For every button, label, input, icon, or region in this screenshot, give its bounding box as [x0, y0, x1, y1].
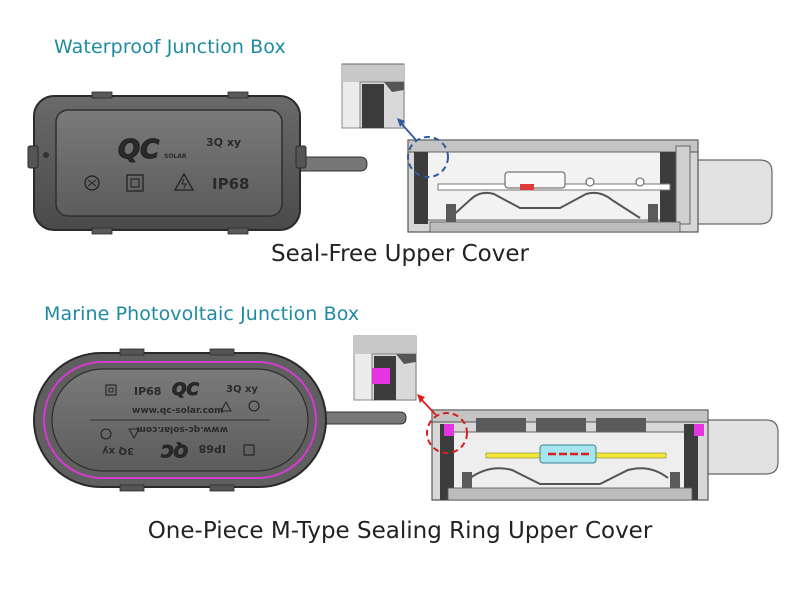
rating-text-top: IP68 [134, 385, 161, 398]
marine-junction-box-top-view: IP68 QC 3Q xy www.qc-solar.com www.qc-so… [33, 348, 407, 492]
brand-logo-bottom: QC [161, 440, 188, 460]
detail-inset-seal-free [341, 63, 405, 129]
section1-heading: Waterproof Junction Box [54, 36, 286, 58]
model-text: 3Q xy [206, 136, 241, 149]
warning-triangle-icon-top [220, 400, 232, 412]
recycle-icon-top [248, 400, 260, 412]
cross-section-seal-free [407, 139, 773, 233]
section1-caption: Seal-Free Upper Cover [271, 241, 529, 267]
detail-inset-m-type-seal [353, 335, 417, 401]
section2-caption: One-Piece M-Type Sealing Ring Upper Cove… [147, 518, 653, 544]
callout-blue [397, 118, 449, 178]
brand-solar-text: SOLAR [164, 153, 187, 160]
model-text-top: 3Q xy [226, 384, 258, 395]
cross-section-m-type-seal [431, 409, 779, 501]
model-text-bottom: 3Q xy [102, 445, 134, 456]
url-text-top: www.qc-solar.com [132, 406, 223, 416]
rating-text: IP68 [212, 175, 249, 193]
section2-heading: Marine Photovoltaic Junction Box [44, 303, 360, 325]
brand-logo: QC [118, 135, 159, 165]
double-insulation-icon-top [105, 384, 117, 396]
double-insulation-icon [126, 174, 144, 192]
brand-logo-top: QC [172, 380, 199, 400]
recycle-icon [84, 175, 100, 191]
url-text-bottom: www.qc-solar.com [137, 424, 228, 434]
rating-text-bottom: IP68 [199, 442, 226, 455]
callout-red [417, 394, 468, 454]
junction-box-top-view: QC SOLAR 3Q xy IP68 [27, 91, 368, 235]
warning-triangle-icon [173, 172, 195, 191]
